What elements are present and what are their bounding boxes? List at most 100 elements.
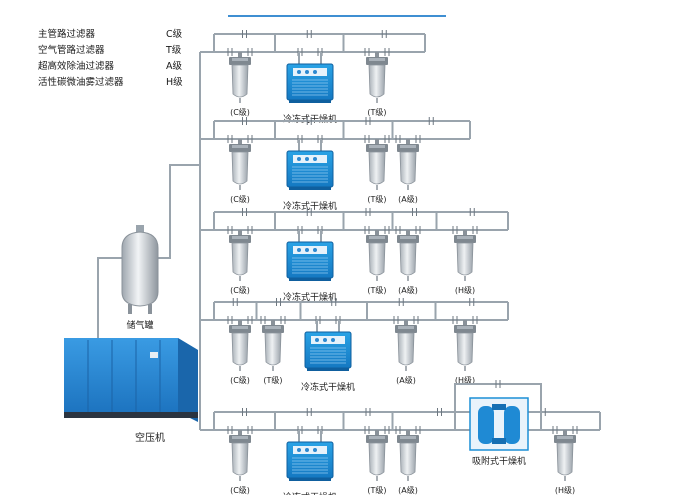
dryer-label: 冷冻式干燥机 [283, 113, 337, 125]
branch-row: (C级) 冷冻式干燥机 (T级) (A级) (H级) [213, 408, 601, 495]
refrigerated-dryer-icon [304, 320, 352, 371]
filter-icon [366, 52, 388, 103]
valve-icon [331, 298, 337, 306]
valve-icon [364, 48, 370, 56]
filter-grade-label: (A级) [398, 194, 418, 204]
valve-icon [227, 426, 233, 434]
valve-icon [384, 48, 390, 56]
branch-row: (C级)(T级)冷冻式干燥机(A级)(H级) [213, 298, 509, 393]
valve-icon [247, 426, 253, 434]
valve-icon [365, 408, 371, 416]
main-pipes [97, 51, 214, 431]
valve-icon [247, 226, 253, 234]
air-tank [121, 225, 159, 314]
valve-icon [395, 135, 401, 143]
filter-grade-label: (A级) [398, 485, 418, 495]
air-compressor [64, 338, 198, 422]
filter-icon [366, 430, 388, 481]
filter-grade-label: (C级) [230, 375, 250, 385]
valve-icon [242, 408, 247, 416]
legend-grade: A级 [166, 61, 182, 72]
refrigerated-dryer-icon [286, 52, 334, 103]
filter-grade-label: (H级) [555, 485, 575, 495]
filter-icon [229, 52, 251, 103]
valve-icon [415, 426, 421, 434]
legend-name: 空气管路过滤器 [38, 45, 105, 56]
filter-icon [397, 139, 419, 190]
valve-icon [365, 117, 371, 125]
valve-icon [398, 298, 404, 306]
valve-icon [232, 298, 238, 306]
filter-grade-label: (T级) [367, 107, 386, 117]
filter-icon [454, 320, 476, 371]
branch-rows: (C级) 冷冻式干燥机 (T级) (C级) 冷冻式干燥机 (T级) (A级) (C级) 冷冻式干… [213, 30, 601, 495]
filter-icon [395, 320, 417, 371]
valve-icon [381, 30, 387, 38]
dryer-label: 冷冻式干燥机 [283, 291, 337, 303]
valve-icon [395, 426, 401, 434]
adsorption-dryer-label: 吸附式干燥机 [472, 455, 526, 467]
valve-icon [260, 316, 266, 324]
valve-icon [242, 208, 247, 216]
valve-icon [469, 208, 475, 216]
valve-icon [384, 135, 390, 143]
valve-icon [472, 226, 478, 234]
filter-grade-label: (C级) [230, 194, 250, 204]
valve-icon [384, 426, 390, 434]
refrigerated-dryer-icon [286, 430, 334, 481]
valve-icon [495, 380, 501, 388]
valve-icon [452, 226, 458, 234]
compressor-label: 空压机 [135, 431, 165, 444]
filter-icon [397, 230, 419, 281]
filter-grade-label: (C级) [230, 285, 250, 295]
dryer-label: 冷冻式干燥机 [301, 381, 355, 393]
filter-grade-label: (C级) [230, 485, 250, 495]
tank-label: 储气罐 [126, 319, 153, 331]
filter-grade-label: (T级) [263, 375, 282, 385]
valve-icon [276, 298, 281, 306]
valve-icon [306, 117, 312, 125]
legend-grade: C级 [166, 29, 183, 40]
filter-grade-label: (C级) [230, 107, 250, 117]
adsorption-branch: 吸附式干燥机 [454, 380, 542, 467]
legend-name: 活性碳微油雾过滤器 [38, 77, 124, 88]
valve-icon [393, 316, 399, 324]
dryer-label: 冷冻式干燥机 [283, 491, 337, 495]
valve-icon [242, 30, 247, 38]
valve-icon [572, 426, 578, 434]
filter-icon [262, 320, 284, 371]
filter-grade-label: (H级) [455, 285, 475, 295]
valve-icon [428, 117, 434, 125]
filter-icon [366, 139, 388, 190]
valve-icon [306, 208, 312, 216]
legend-grade: T级 [166, 45, 182, 56]
valve-icon [364, 135, 370, 143]
branch-row: (C级)冷冻式干燥机(T级)(A级) [213, 117, 471, 212]
valve-icon [280, 316, 286, 324]
filter-icon [229, 320, 251, 371]
valve-icon [306, 408, 312, 416]
valve-icon [472, 316, 478, 324]
filter-icon [554, 430, 576, 481]
filter-grade-label: (T级) [367, 485, 386, 495]
valve-icon [552, 426, 558, 434]
valve-icon [415, 226, 421, 234]
branch-row: (C级) 冷冻式干燥机 (T级) [213, 30, 426, 125]
filter-grade-label: (T级) [367, 285, 386, 295]
filter-icon [454, 230, 476, 281]
filter-grade-label: (T级) [367, 194, 386, 204]
valve-icon [227, 226, 233, 234]
filter-grade-label: (A级) [396, 375, 416, 385]
refrigerated-dryer-icon [286, 230, 334, 281]
valve-icon [227, 48, 233, 56]
filter-grade-label: (A级) [398, 285, 418, 295]
branch-row: (C级) 冷冻式干燥机 (T级) (A级) (H级) [213, 208, 509, 303]
adsorption-dryer-icon [469, 397, 529, 451]
legend-name: 主管路过滤器 [38, 29, 96, 40]
valve-icon [452, 316, 458, 324]
valve-icon [469, 298, 475, 306]
valve-icon [247, 48, 253, 56]
valve-icon [227, 316, 233, 324]
